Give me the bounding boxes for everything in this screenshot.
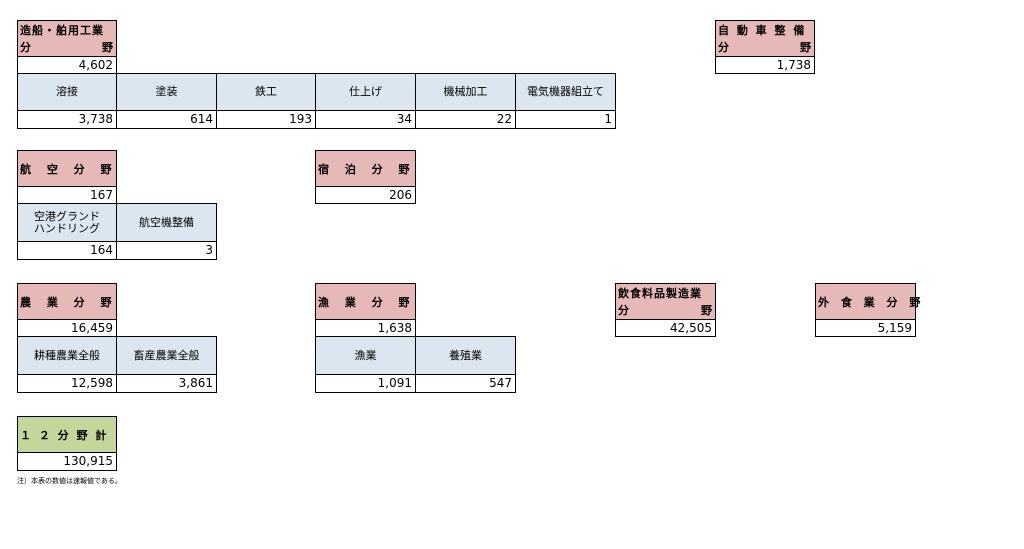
auto-maintenance-title: 自 動 車 整 備 <box>718 24 807 37</box>
shipbuilding-sub-ironwork-value: 193 <box>216 110 316 129</box>
shipbuilding-total: 4,602 <box>17 56 117 74</box>
fishery-title: 漁 業 分 野 <box>318 295 416 309</box>
accommodation-total: 206 <box>315 186 416 204</box>
food-service-header: 外 食 業 分 野 <box>815 283 920 320</box>
agriculture-total: 16,459 <box>17 319 117 337</box>
shipbuilding-sub-machining-value: 22 <box>415 110 516 129</box>
shipbuilding-title: 造船・舶用工業 <box>20 24 104 37</box>
agriculture-sub-crop-farming: 耕種農業全般 <box>17 336 117 375</box>
accommodation-title: 宿 泊 分 野 <box>318 162 416 176</box>
food-manufacturing-title: 飲食料品製造業 <box>618 287 702 300</box>
aviation-sub-aircraft-maintenance-value: 3 <box>116 241 217 260</box>
agriculture-sub-crop-farming-value: 12,598 <box>17 374 117 393</box>
aviation-sub-ground-handling-value: 164 <box>17 241 117 260</box>
aviation-total: 167 <box>17 186 117 204</box>
agriculture-sub-livestock-farming: 畜産農業全般 <box>116 336 217 375</box>
food-manufacturing-total: 42,505 <box>615 319 716 337</box>
aviation-header: 航 空 分 野 <box>17 150 117 187</box>
food-service-total: 5,159 <box>815 319 916 337</box>
total-12-title: １ ２ 分 野 計 <box>20 428 109 442</box>
aviation-sub-ground-handling-label: 空港グランド ハンドリング <box>34 209 100 235</box>
agriculture-header: 農 業 分 野 <box>17 283 117 320</box>
shipbuilding-sub-electrical: 電気機器組立て <box>515 73 616 111</box>
aviation-title: 航 空 分 野 <box>20 162 118 176</box>
fishery-header: 漁 業 分 野 <box>315 283 416 320</box>
shipbuilding-title-ya: 野 <box>102 41 114 54</box>
aviation-sub-aircraft-maintenance: 航空機整備 <box>116 203 217 242</box>
fishery-sub-fishing: 漁業 <box>315 336 416 375</box>
fishery-sub-aquaculture: 養殖業 <box>415 336 516 375</box>
fishery-sub-fishing-value: 1,091 <box>315 374 416 393</box>
auto-maintenance-title-ya: 野 <box>800 41 812 54</box>
shipbuilding-sub-ironwork: 鉄工 <box>216 73 316 111</box>
shipbuilding-sub-welding: 溶接 <box>17 73 117 111</box>
food-service-title: 外 食 業 分 野 <box>818 295 925 309</box>
agriculture-title: 農 業 分 野 <box>20 295 118 309</box>
agriculture-sub-livestock-farming-value: 3,861 <box>116 374 217 393</box>
food-manufacturing-title-ya: 野 <box>701 304 713 317</box>
total-12-header: １ ２ 分 野 計 <box>17 416 117 453</box>
food-manufacturing-header: 飲食料品製造業 分 野 <box>615 283 716 320</box>
shipbuilding-sub-machining: 機械加工 <box>415 73 516 111</box>
accommodation-header: 宿 泊 分 野 <box>315 150 416 187</box>
shipbuilding-sub-electrical-value: 1 <box>515 110 616 129</box>
shipbuilding-sub-finishing: 仕上げ <box>315 73 416 111</box>
auto-maintenance-title-bun: 分 <box>718 41 730 54</box>
aviation-sub-ground-handling: 空港グランド ハンドリング <box>17 203 117 242</box>
total-12-total: 130,915 <box>17 452 117 471</box>
shipbuilding-sub-painting-value: 614 <box>116 110 217 129</box>
auto-maintenance-total: 1,738 <box>715 56 815 74</box>
shipbuilding-sub-painting: 塗装 <box>116 73 217 111</box>
footnote: 注）本表の数値は速報値である。 <box>17 477 122 485</box>
food-manufacturing-title-bun: 分 <box>618 304 630 317</box>
shipbuilding-header: 造船・舶用工業 分 野 <box>17 20 117 57</box>
shipbuilding-sub-finishing-value: 34 <box>315 110 416 129</box>
auto-maintenance-header: 自 動 車 整 備 分 野 <box>715 20 815 57</box>
shipbuilding-sub-welding-value: 3,738 <box>17 110 117 129</box>
fishery-total: 1,638 <box>315 319 416 337</box>
shipbuilding-title-bun: 分 <box>20 41 32 54</box>
fishery-sub-aquaculture-value: 547 <box>415 374 516 393</box>
